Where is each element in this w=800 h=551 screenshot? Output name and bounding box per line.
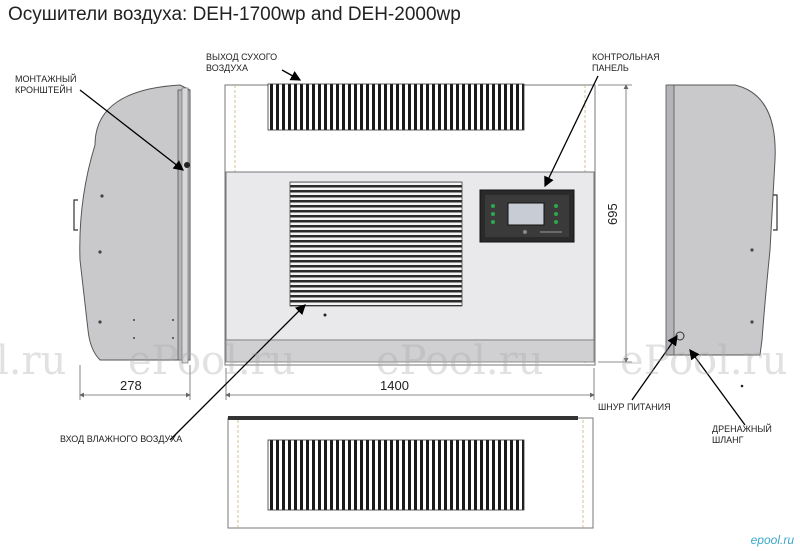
label-humid-air-in: ВХОД ВЛАЖНОГО ВОЗДУХА	[60, 434, 183, 444]
front-view	[224, 83, 596, 366]
label-drain-hose: ДРЕНАЖНЫЙ ШЛАНГ	[712, 424, 772, 445]
watermark-2: ePool.ru	[128, 338, 296, 384]
label-control-panel: КОНТРОЛЬНАЯ ПАНЕЛЬ	[592, 52, 660, 73]
bottom-view	[227, 416, 594, 529]
dimension-lines	[79, 84, 632, 400]
dimension-height: 695	[605, 203, 620, 225]
label-dry-air-out: ВЫХОД СУХОГО ВОЗДУХА	[206, 52, 278, 73]
label-power-cord: ШНУР ПИТАНИЯ	[598, 402, 671, 412]
left-side-view	[73, 84, 191, 364]
watermark-1: l.ru	[0, 338, 67, 384]
brand-watermark: epool.ru	[750, 533, 794, 547]
dimension-depth: 278	[120, 378, 142, 393]
control-panel-unit	[479, 189, 575, 243]
label-mount-bracket: МОНТАЖНЫЙ КРОНШТЕЙН	[15, 74, 77, 95]
dimension-width: 1400	[380, 378, 409, 393]
page-title: Осушители воздуха: DEH-1700wp and DEH-20…	[8, 4, 461, 25]
right-side-view	[665, 84, 778, 388]
watermark-3: ePool.ru	[376, 338, 544, 384]
watermark-4: ePool.ru	[620, 338, 788, 384]
callout-arrows	[79, 69, 746, 441]
